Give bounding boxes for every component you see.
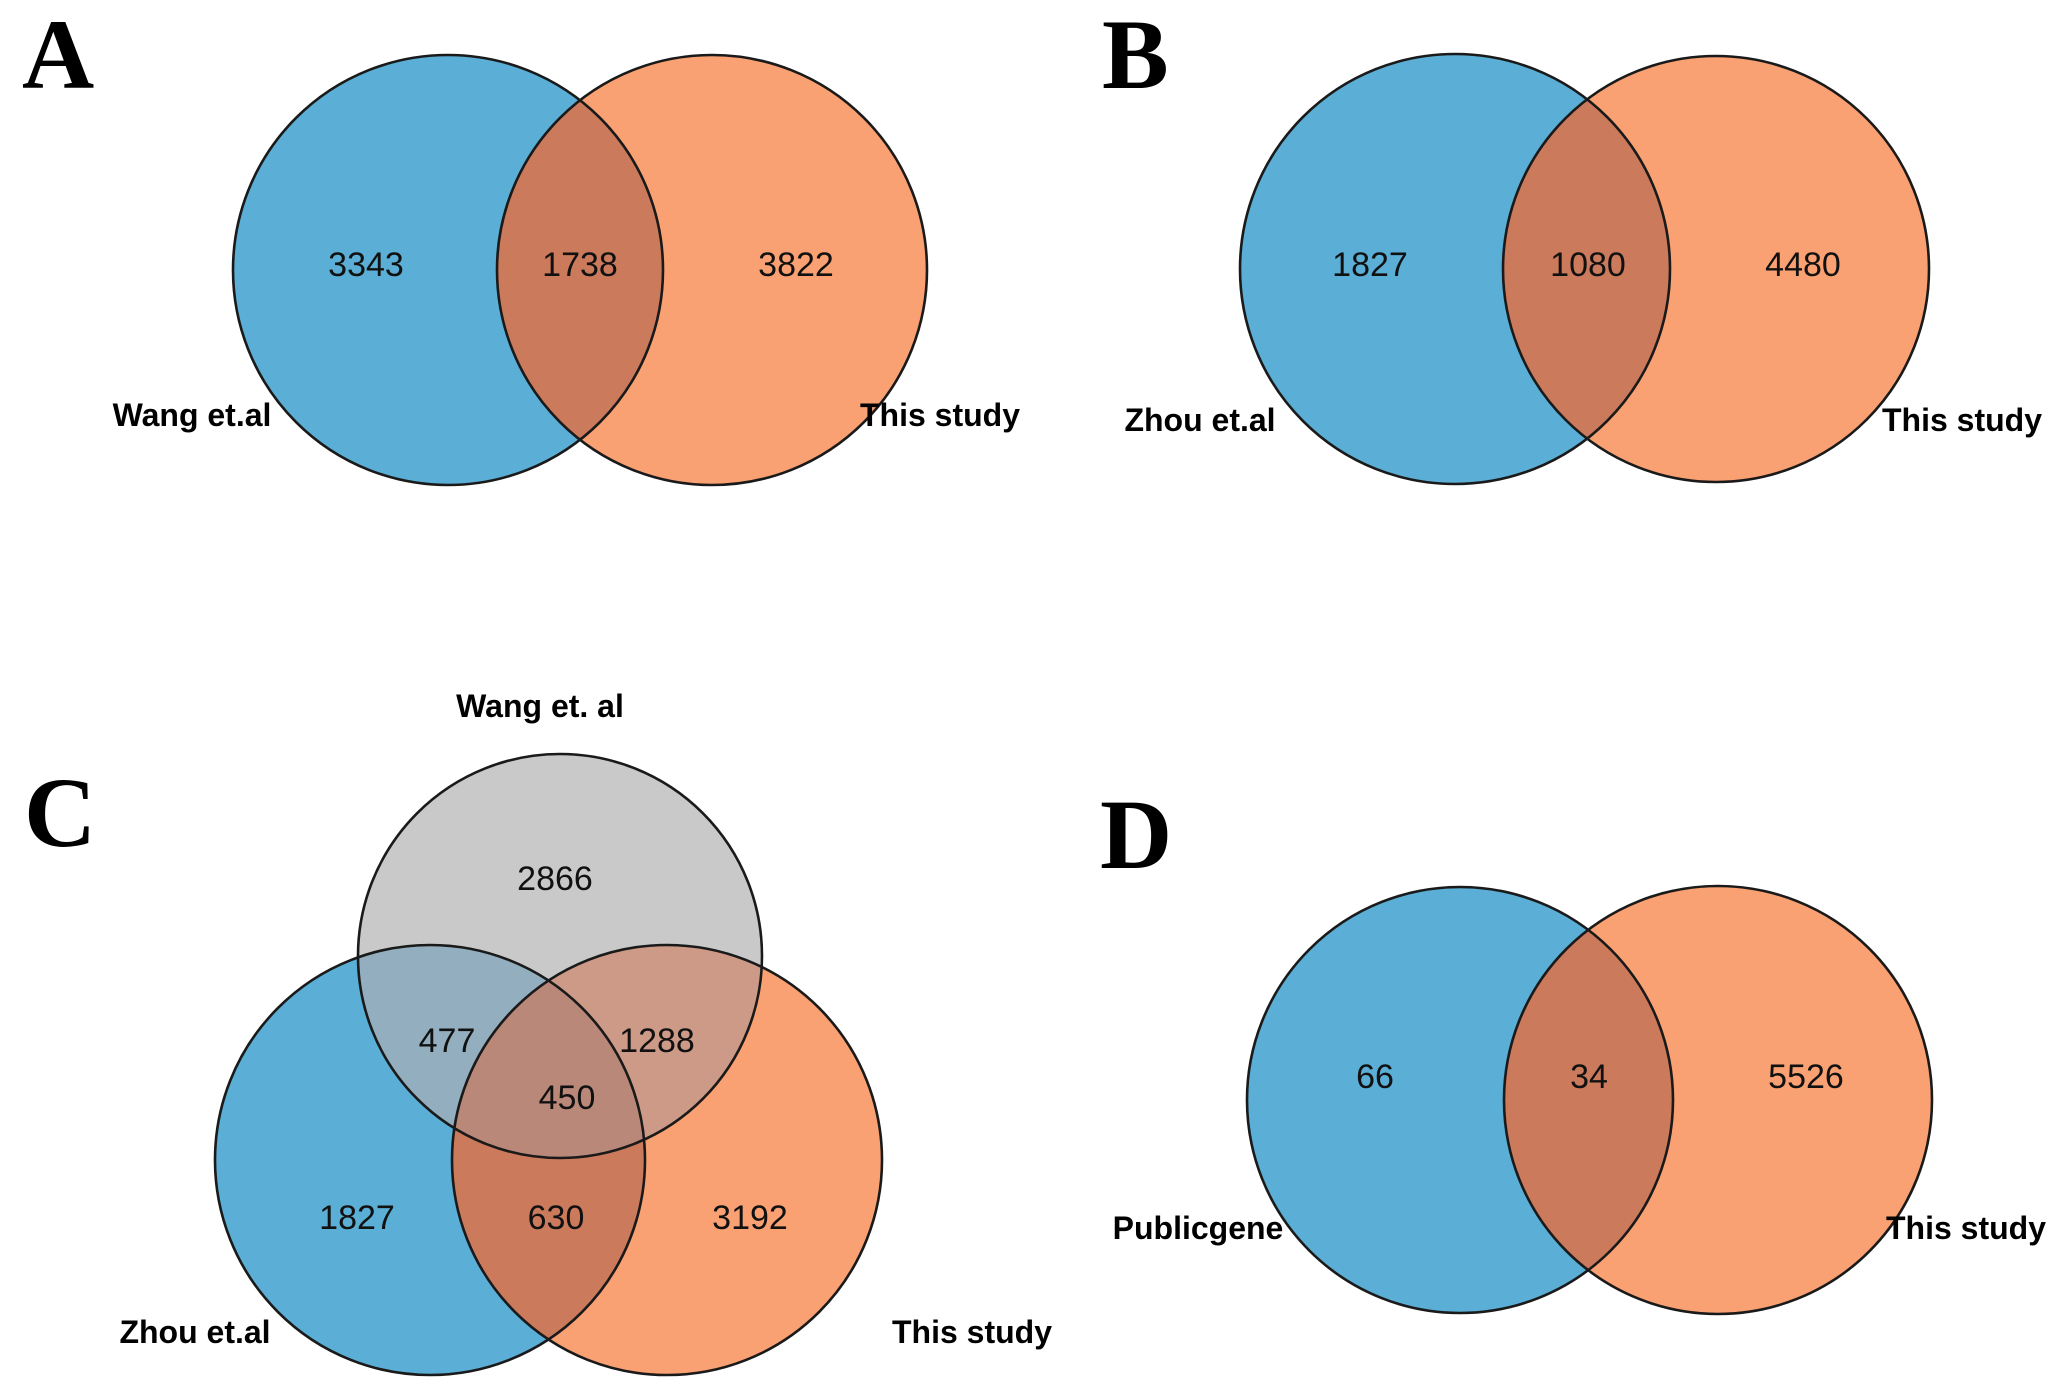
panel-b-letter: B	[1102, 0, 1169, 110]
venn-c-overlap-triple	[452, 945, 645, 1158]
venn-c-top-count: 2866	[517, 860, 593, 898]
venn-a-left-set-outline	[231, 53, 665, 487]
venn-a-overlap-region	[497, 55, 663, 485]
venn-d-right-set-outline	[1502, 884, 1934, 1316]
venn-b-right-set-label: This study	[1882, 402, 2042, 438]
venn-c-bottom-overlap-count: 630	[528, 1199, 585, 1237]
venn-c-center-overlap-count: 450	[539, 1079, 596, 1117]
venn-b-right-set-outline	[1501, 54, 1931, 484]
panel-a: A 3343 1738 3822 Wang et.al This study	[22, 0, 1020, 487]
venn-d-right-set-label: This study	[1886, 1210, 2046, 1246]
venn-a-left-set-label: Wang et.al	[113, 397, 272, 433]
panel-d-letter: D	[1100, 779, 1172, 890]
venn-b-overlap-count: 1080	[1550, 246, 1626, 284]
panel-d: D 66 34 5526 Publicgene This study	[1100, 779, 2046, 1316]
venn-c-left-set-outline	[213, 943, 647, 1377]
venn-d-overlap-region	[1504, 887, 1673, 1313]
venn-b-left-count: 1827	[1332, 246, 1408, 284]
venn-d-left-set-label: Publicgene	[1113, 1210, 1284, 1246]
venn-b-left-set-outline	[1238, 52, 1672, 486]
venn-c-top-left-overlap-count: 477	[419, 1022, 476, 1060]
venn-a-right-set-label: This study	[860, 397, 1020, 433]
venn-c-right-set-outline	[450, 943, 884, 1377]
venn-d-overlap-count: 34	[1570, 1058, 1608, 1096]
venn-c-right-count: 3192	[712, 1199, 788, 1237]
panel-c: C Wang et. al 2866 477 1288 450 630 1827…	[24, 688, 1052, 1377]
panel-c-letter: C	[24, 757, 96, 868]
venn-d-right-count: 5526	[1768, 1058, 1844, 1096]
venn-a-left-count: 3343	[328, 246, 404, 284]
panel-b: B 1827 1080 4480 Zhou et.al This study	[1102, 0, 2042, 486]
venn-b-left-set-label: Zhou et.al	[1124, 402, 1275, 438]
venn-c-top-right-overlap-count: 1288	[619, 1022, 695, 1060]
venn-c-top-set-label: Wang et. al	[456, 688, 624, 724]
venn-d-left-set-outline	[1245, 885, 1675, 1315]
venn-d-left-count: 66	[1356, 1058, 1394, 1096]
venn-a-right-count: 3822	[758, 246, 834, 284]
venn-c-right-set-label: This study	[892, 1314, 1052, 1350]
venn-b-right-count: 4480	[1765, 246, 1841, 284]
venn-a-overlap-count: 1738	[542, 246, 618, 284]
venn-c-triple-clip-group	[452, 945, 645, 1158]
venn-a-right-set-outline	[495, 53, 929, 487]
panel-a-letter: A	[22, 0, 94, 110]
venn-c-left-set-label: Zhou et.al	[119, 1314, 270, 1350]
venn-b-overlap-region	[1503, 56, 1670, 482]
venn-c-left-count: 1827	[319, 1199, 395, 1237]
venn-c-top-set-outline	[356, 752, 764, 1160]
